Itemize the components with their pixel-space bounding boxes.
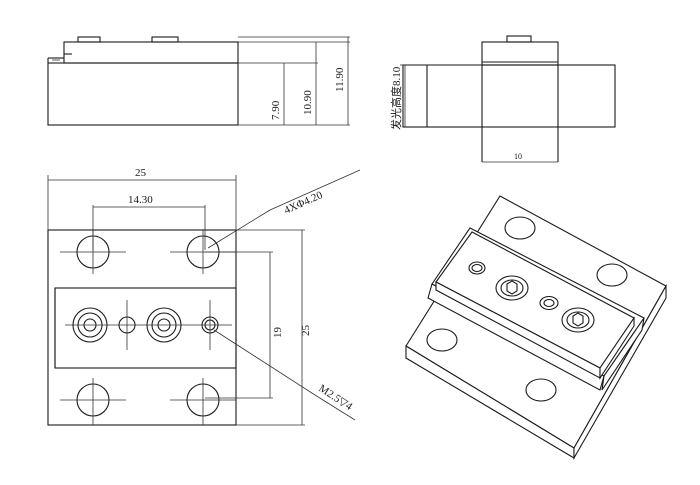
- top-view: 25 14.30: [47, 167, 361, 426]
- front-view: 7.90 10.90 11.90: [47, 36, 350, 126]
- dim-thread: M2.5▽4: [316, 382, 354, 413]
- dim-spacing: 14.30: [128, 194, 153, 206]
- isometric-view: [405, 195, 667, 461]
- dim-depth-25: 25: [300, 325, 312, 337]
- dim-width-25: 25: [135, 167, 147, 179]
- dim-height-7-90: 7.90: [270, 100, 282, 120]
- dim-height-10-90: 10.90: [302, 90, 314, 115]
- dim-holes: 4XΦ4.20: [282, 189, 325, 217]
- dim-height-11-90: 11.90: [334, 67, 346, 92]
- side-view: 发光高度8.10 10: [389, 35, 616, 163]
- dim-width-10: 10: [514, 152, 522, 161]
- dim-slot-19: 19: [272, 327, 284, 339]
- dim-light-height: 发光高度8.10: [389, 66, 403, 130]
